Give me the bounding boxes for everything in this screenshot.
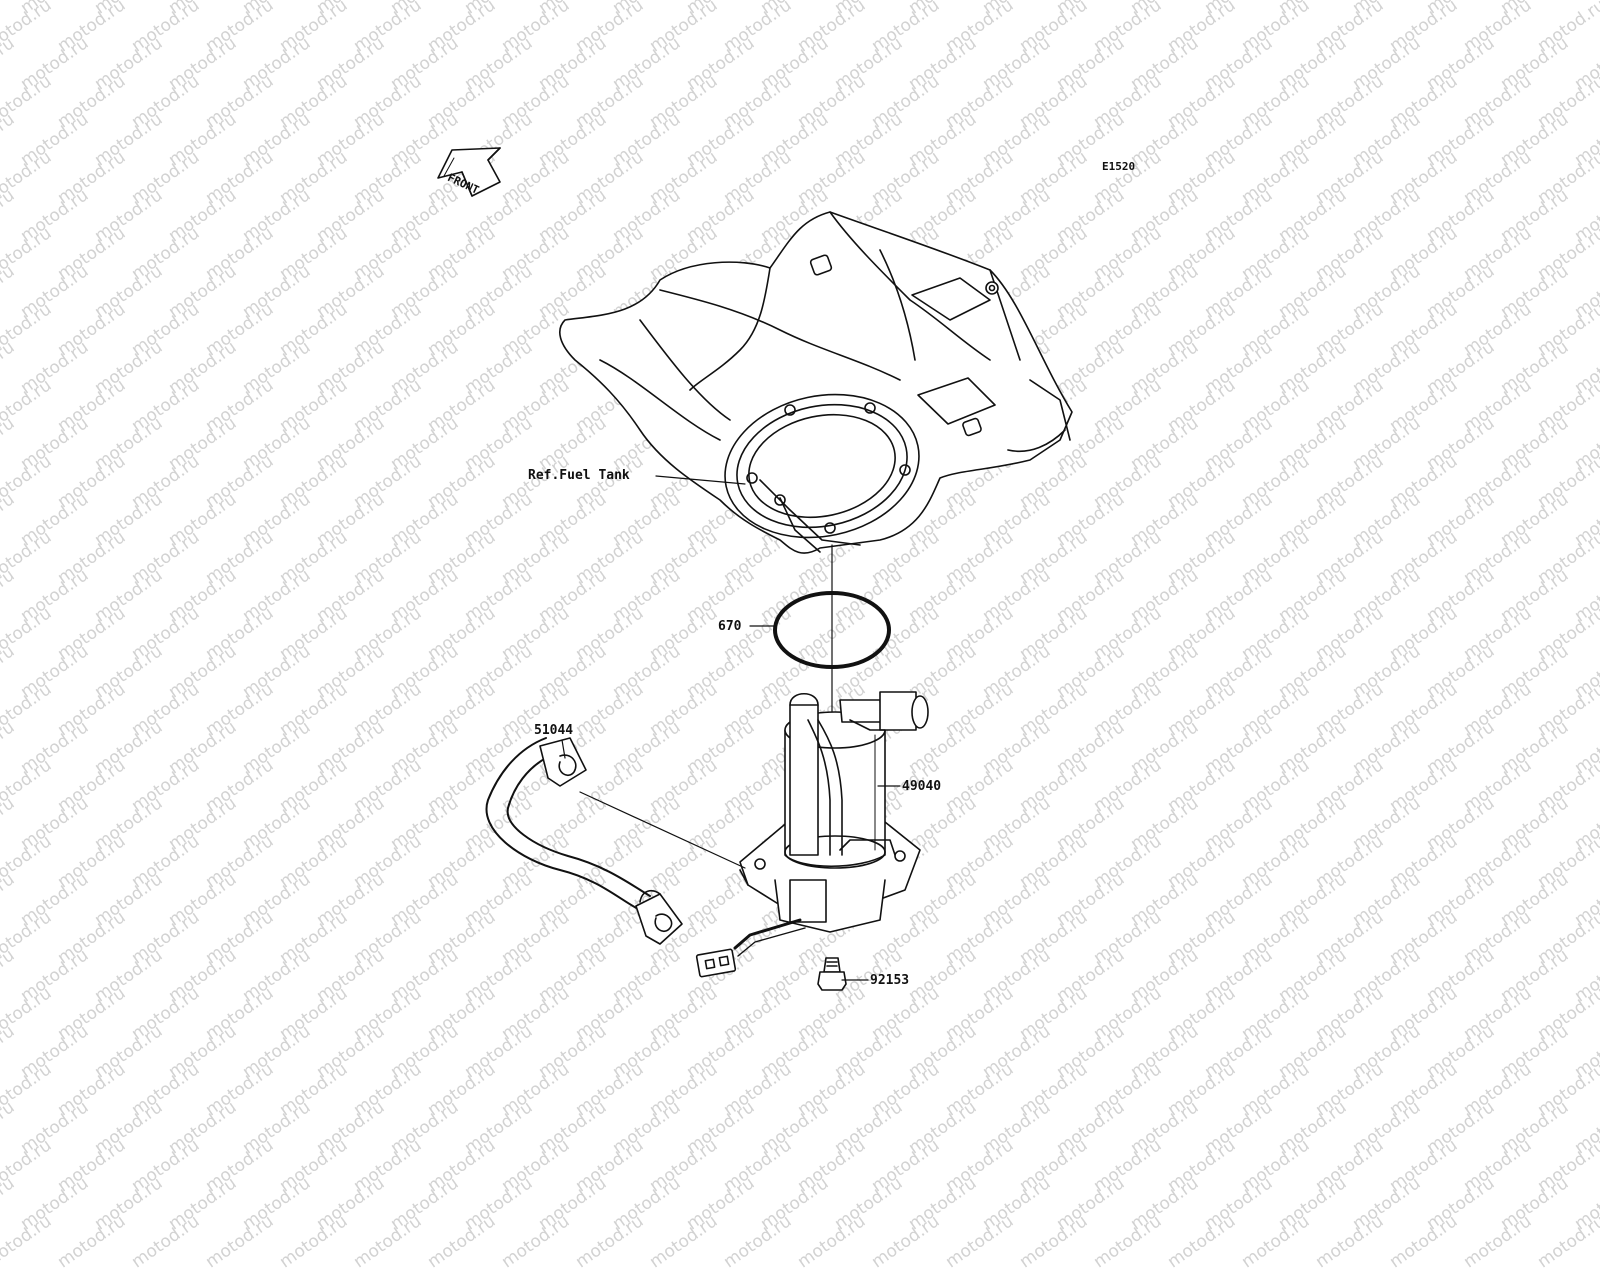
diagram-code: E1520 bbox=[1102, 160, 1136, 173]
callout-bolt: 92153 bbox=[870, 973, 910, 988]
diagram-drawing bbox=[437, 147, 1073, 991]
bolt-shape bbox=[817, 957, 847, 991]
leader-lines bbox=[561, 475, 901, 981]
callout-hose: 51044 bbox=[534, 723, 574, 738]
callout-fuel-pump: 49040 bbox=[902, 779, 942, 794]
fuel-tank-outline bbox=[559, 211, 1073, 554]
o-ring-shape bbox=[773, 591, 891, 669]
hose-shape bbox=[485, 737, 683, 945]
callout-o-ring: 670 bbox=[718, 619, 742, 634]
callout-fuel-tank: Ref.Fuel Tank bbox=[528, 468, 630, 483]
fuel-pump-shape bbox=[695, 691, 929, 978]
front-arrow-icon bbox=[437, 147, 501, 197]
watermark-text: motod.ru bbox=[1534, 1211, 1600, 1272]
